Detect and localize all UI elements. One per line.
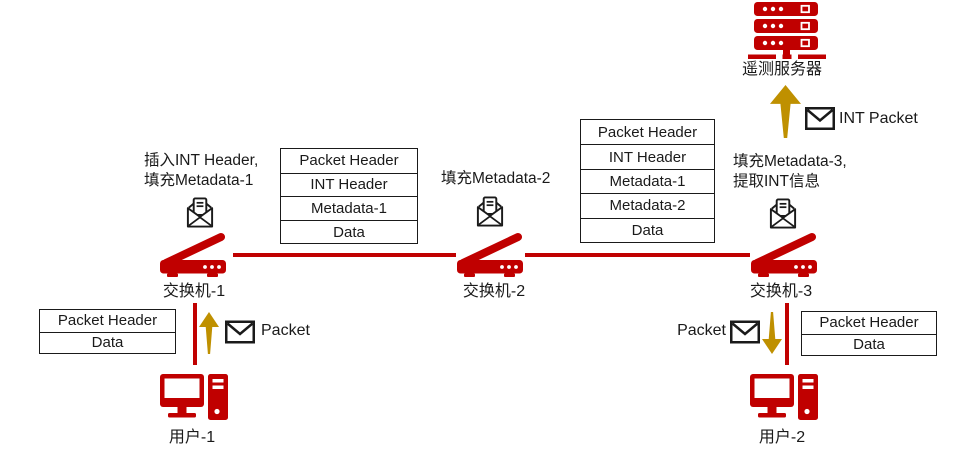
packet-table-after-sw1: Packet Header INT Header Metadata-1 Data [280,148,418,245]
switch2-label: 交换机-2 [462,283,526,300]
user2-label: 用户-2 [758,429,806,446]
switch2-icon [457,232,525,278]
switch3-icon [751,232,819,278]
table-row: INT Header [581,144,714,168]
packet-table-user1: Packet Header Data [39,309,176,355]
packet-label-user1: Packet [261,322,310,339]
table-row: Data [281,219,417,244]
packet-label-user2: Packet [677,322,726,339]
table-row: Packet Header [299,152,399,170]
telemetry-server-label: 遥测服务器 [741,61,822,78]
int-packet-envelope-icon [805,107,835,130]
mail-open-icon [769,198,797,229]
switch1-action-line1: 插入INT Header, [144,152,259,169]
switch3-action-line2: 提取INT信息 [733,172,820,190]
arrow-up-to-server-icon [770,85,801,138]
packet-envelope-icon [225,320,255,344]
table-row: Packet Header [597,123,698,141]
link-line-sw1-sw2 [233,253,456,257]
switch1-label: 交换机-1 [162,283,226,300]
link-line-sw3-user2 [785,303,789,365]
table-row: Packet Header [57,312,158,330]
user1-label: 用户-1 [168,429,216,446]
mail-open-icon [476,196,504,227]
table-row: Data [581,217,714,242]
table-row: Packet Header [819,314,919,332]
table-row: Metadata-2 [581,193,714,217]
user2-computer-icon [750,374,820,426]
arrow-down-user2-icon [762,312,782,354]
link-line-sw2-sw3 [525,253,750,257]
link-line-user1-sw1 [193,303,197,365]
packet-table-after-sw2: Packet Header INT Header Metadata-1 Meta… [580,119,715,243]
packet-table-user2: Packet Header Data [801,311,937,357]
telemetry-server-icon [744,2,830,59]
table-row: Metadata-1 [581,168,714,193]
packet-envelope-icon [730,320,760,344]
table-row: Data [802,333,936,356]
table-row: Data [40,331,175,354]
arrow-up-user1-icon [199,312,219,354]
mail-open-icon [186,197,214,228]
switch3-label: 交换机-3 [749,283,813,300]
switch3-action-text: 填充Metadata-3, 提取INT信息 [733,152,847,191]
switch3-action-line1: 填充Metadata-3, [733,153,847,170]
table-row: INT Header [281,172,417,197]
int-packet-label: INT Packet [839,110,918,127]
switch1-action-line2: 填充Metadata-1 [144,171,254,189]
switch1-action-text: 插入INT Header, 填充Metadata-1 [144,151,258,190]
table-row: Metadata-1 [281,196,417,220]
user1-computer-icon [160,374,230,426]
switch1-icon [160,232,228,278]
switch2-action-text: 填充Metadata-2 [441,170,551,187]
